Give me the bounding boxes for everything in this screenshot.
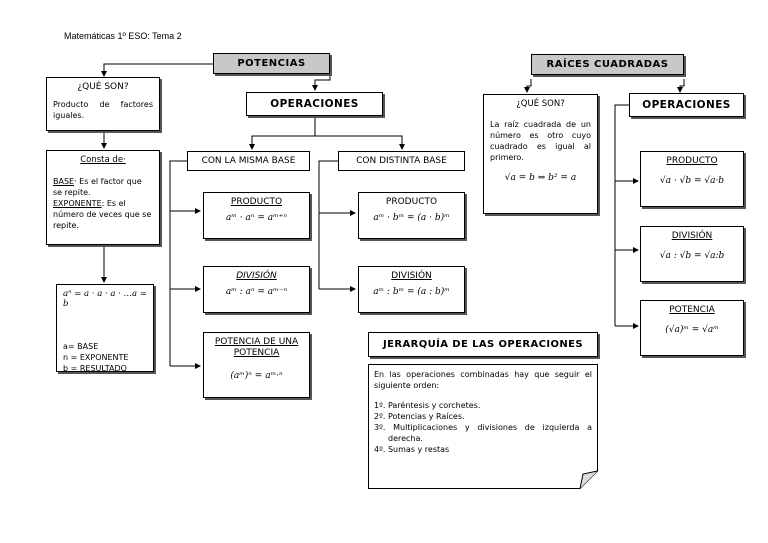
misma-potencia-box: POTENCIA DE UNA POTENCIA (aᵐ)ⁿ = aᵐ·ⁿ [203,332,310,398]
jerarquia-step: 2º. Potencias y Raíces. [374,412,465,421]
raices-operaciones-header: OPERACIONES [629,93,744,117]
jerarquia-intro: En las operaciones combinadas hay que se… [374,370,592,390]
jerarquia-step: 3º. Multiplicaciones y divisiones de izq… [374,423,592,443]
raices-que-son-box: ¿QUÉ SON? La raíz cuadrada de un número … [483,94,598,214]
folded-corner-shape [368,364,598,489]
raices-producto-box: PRODUCTO √a · √b = √a·b [640,151,744,207]
definicion-box: aⁿ = a · a · a · …a = b a= BASE n = EXPO… [56,284,154,374]
consta-de-box: Consta de· BASE· Es el factor que se rep… [46,150,160,245]
raices-producto-formula: √a · √b = √a·b [659,176,725,186]
raices-division-title: DIVISIÓN [671,231,713,241]
potencias-que-son-text: Producto de factores iguales. [53,100,153,120]
distinta-base-label: CON DISTINTA BASE [338,151,465,171]
raices-potencia-title: POTENCIA [669,305,715,315]
potencias-operaciones-label: OPERACIONES [270,98,359,110]
raices-potencia-box: POTENCIA (√a)ᵐ = √aᵐ [640,300,744,356]
legend-base: a= BASE [63,342,99,351]
jerarquia-header-label: JERARQUÍA DE LAS OPERACIONES [383,339,583,350]
document-title: Matemáticas 1º ESO: Tema 2 [64,31,182,41]
misma-producto-title: PRODUCTO [230,197,283,207]
legend-resultado: b = RESULTADO [63,364,127,373]
jerarquia-steps: 1º. Paréntesis y corchetes. 2º. Potencia… [374,400,592,455]
misma-potencia-formula: (aᵐ)ⁿ = aᵐ·ⁿ [230,371,283,381]
jerarquia-content: En las operaciones combinadas hay que se… [374,369,592,455]
distinta-division-title: DIVISIÓN [391,271,432,281]
legend-exponente: n = EXPONENTE [63,353,129,362]
potencias-operaciones-header: OPERACIONES [246,92,383,116]
raices-division-formula: √a : √b = √a:b [659,251,725,261]
raices-potencia-formula: (√a)ᵐ = √aᵐ [665,325,719,335]
potencias-header-label: POTENCIAS [237,58,306,69]
raices-que-son-formula: √a = b ⇔ b² = a [504,173,577,183]
base-term: BASE [53,177,75,186]
potencias-header: POTENCIAS [213,53,330,74]
misma-division-formula: aᵐ : aⁿ = aᵐ⁻ⁿ [225,287,288,297]
raices-operaciones-label: OPERACIONES [642,99,731,111]
distinta-division-box: DIVISIÓN aᵐ : bᵐ = (a : b)ᵐ [358,266,465,313]
misma-division-box: DIVISIÓN aᵐ : aⁿ = aᵐ⁻ⁿ [203,266,310,313]
consta-de-title: Consta de· [80,155,126,165]
potencias-que-son-box: ¿QUÉ SON? Producto de factores iguales. [46,77,160,131]
misma-producto-formula: aᵐ · aⁿ = aᵐ⁺ⁿ [225,213,288,223]
raices-header-label: RAÍCES CUADRADAS [546,59,669,70]
distinta-producto-formula: aᵐ · bᵐ = (a · b)ᵐ [373,213,450,223]
jerarquia-header: JERARQUÍA DE LAS OPERACIONES [368,332,598,357]
definicion-formula: aⁿ = a · a · a · …a = b [63,289,147,309]
exponente-text: : Es el número de veces que se repite. [53,199,152,230]
distinta-base-text: CON DISTINTA BASE [356,156,447,166]
distinta-division-formula: aᵐ : bᵐ = (a : b)ᵐ [373,287,450,297]
distinta-producto-title: PRODUCTO [385,197,438,207]
misma-base-label: CON LA MISMA BASE [187,151,310,171]
raices-division-box: DIVISIÓN √a : √b = √a:b [640,226,744,282]
jerarquia-step: 4º. Sumas y restas [374,445,450,454]
raices-que-son-text: La raíz cuadrada de un número es otro cu… [490,120,591,162]
raices-header: RAÍCES CUADRADAS [531,54,684,75]
potencias-que-son-title: ¿QUÉ SON? [77,82,129,92]
misma-potencia-title: POTENCIA DE UNA POTENCIA [214,337,299,358]
raices-producto-title: PRODUCTO [666,156,718,166]
misma-producto-box: PRODUCTO aᵐ · aⁿ = aᵐ⁺ⁿ [203,192,310,239]
base-text: · Es el factor que se repite. [53,177,142,197]
distinta-producto-box: PRODUCTO aᵐ · bᵐ = (a · b)ᵐ [358,192,465,239]
definicion-legend: a= BASE n = EXPONENTE b = RESULTADO [63,341,147,374]
raices-que-son-title: ¿QUÉ SON? [516,99,565,109]
jerarquia-box: En las operaciones combinadas hay que se… [368,364,598,489]
jerarquia-step: 1º. Paréntesis y corchetes. [374,401,481,410]
misma-base-text: CON LA MISMA BASE [201,156,296,166]
misma-division-title: DIVISIÓN [236,271,277,281]
exponente-term: EXPONENTE [53,199,102,208]
